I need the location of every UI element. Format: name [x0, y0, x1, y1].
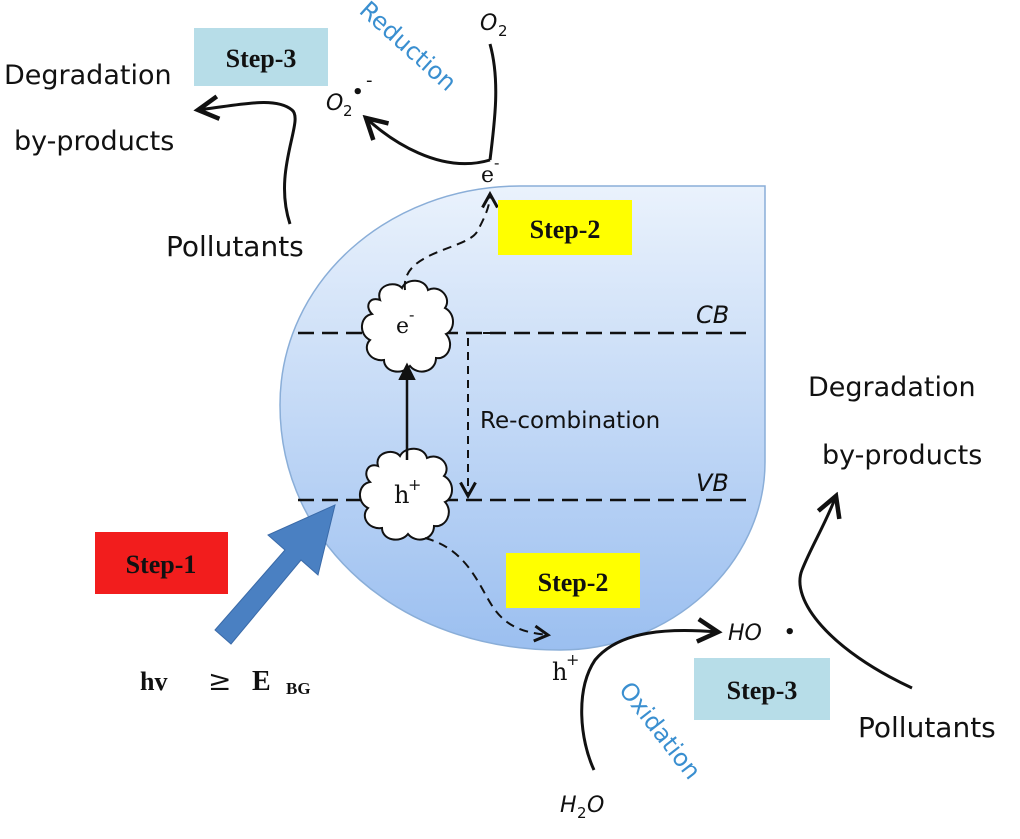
right-degradation-line1: Degradation — [808, 372, 976, 403]
right-pollutants: Pollutants — [858, 711, 996, 744]
hole-migration-arrow — [424, 537, 548, 635]
h2o-o: O — [587, 793, 604, 818]
hole-cloud — [359, 447, 453, 541]
electron-surface: e — [481, 163, 494, 188]
hydroxyl-dot: • — [784, 622, 796, 643]
e-label: E — [252, 666, 271, 697]
step3-top-label: Step-3 — [226, 44, 297, 73]
o2-sub: 2 — [498, 22, 508, 40]
left-pollutant-arrow — [198, 103, 297, 225]
step1-label: Step-1 — [126, 550, 197, 579]
hole-surface-sign: + — [566, 650, 579, 669]
right-degradation-line2: by-products — [822, 440, 982, 471]
recombination-label: Re-combination — [480, 408, 660, 434]
step3-bottom-label: Step-3 — [727, 676, 798, 705]
right-pollutant-arrow — [798, 496, 913, 690]
hole-in-vb: h — [394, 481, 409, 509]
superoxide-sub: 2 — [343, 102, 353, 120]
left-pollutants: Pollutants — [166, 230, 304, 263]
superoxide-minus: - — [366, 70, 373, 91]
step3-top-box — [194, 28, 328, 86]
oxidation-arrow — [580, 630, 718, 771]
electron-in-cb-sign: - — [409, 305, 414, 324]
hole-in-vb-sign: + — [408, 475, 421, 494]
hydroxyl-label: HO — [728, 621, 762, 646]
vb-label: VB — [696, 469, 729, 497]
step2-bottom-label: Step-2 — [538, 568, 609, 597]
reduction-arrow — [488, 43, 498, 161]
bg-label: BG — [286, 679, 311, 698]
electron-in-cb: e — [396, 314, 409, 339]
superoxide-dot: • — [352, 82, 364, 103]
o2-label: O — [480, 11, 497, 36]
superoxide-label: O — [326, 91, 343, 116]
step2-top-box — [498, 200, 632, 255]
oxidation-label: Oxidation — [613, 676, 706, 784]
light-arrow — [214, 504, 336, 645]
cb-label: CB — [696, 301, 729, 329]
electron-migration-arrow — [403, 194, 490, 291]
step3-bottom-box — [694, 658, 830, 720]
step1-box — [95, 532, 228, 594]
left-degradation-line2: by-products — [14, 126, 174, 157]
electron-surface-sign: - — [494, 153, 499, 172]
step2-bottom-box — [506, 553, 640, 608]
geq-label: ≥ — [208, 664, 231, 697]
electron-cloud — [361, 279, 454, 373]
step2-top-label: Step-2 — [530, 215, 601, 244]
left-degradation-line1: Degradation — [4, 60, 172, 91]
hv-label: hv — [140, 667, 167, 696]
o2-to-superoxide-arrow — [366, 118, 491, 166]
h2o-sub: 2 — [577, 804, 587, 822]
recombination-arrow — [468, 332, 505, 496]
h2o-h: H — [560, 793, 577, 818]
hole-surface: h — [552, 658, 567, 686]
